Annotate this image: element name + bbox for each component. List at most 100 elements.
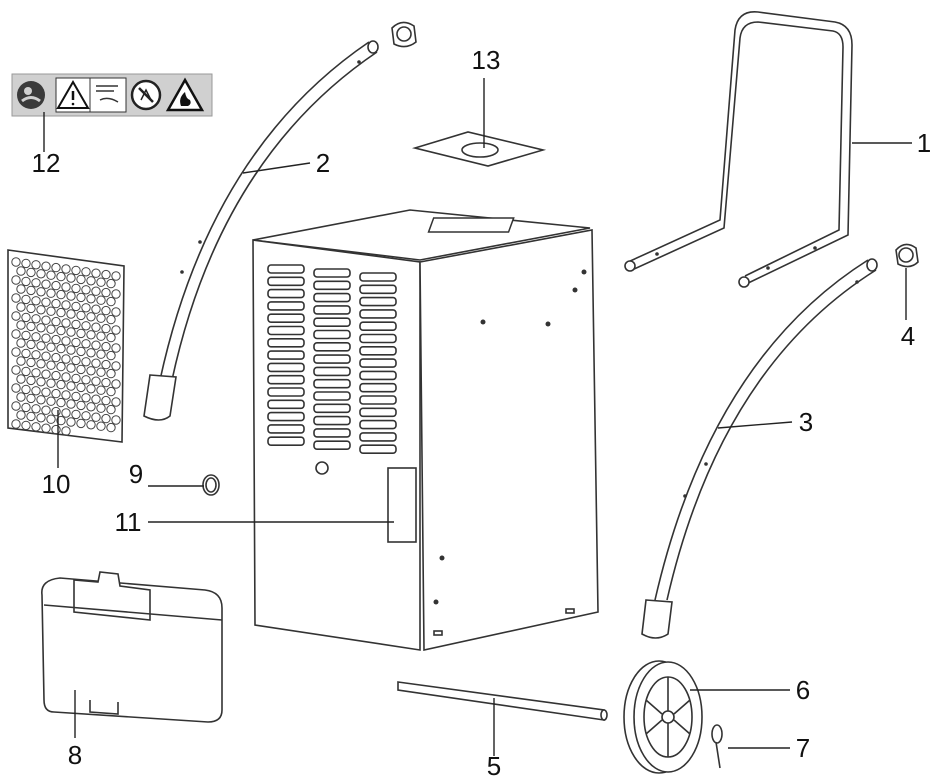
filter-cell (36, 341, 46, 351)
filter-cell (36, 287, 46, 297)
dehumidifier-housing (252, 209, 599, 651)
vent-slot (267, 337, 305, 348)
filter-cell (51, 280, 61, 291)
filter-cell (106, 386, 116, 397)
filter-cell (46, 378, 56, 388)
filter-cell (56, 379, 66, 390)
callout-7: 7 (796, 733, 810, 763)
filter-cell (91, 340, 101, 350)
filter-cell (31, 386, 41, 396)
filter-cell (36, 305, 46, 315)
filter-cell (16, 374, 26, 384)
filter-cell (106, 278, 116, 289)
filter-cell (91, 304, 101, 314)
filter-cell (36, 377, 46, 387)
vent-slot (267, 276, 305, 287)
vent-slot (267, 374, 305, 385)
filter-cell (26, 285, 36, 296)
filter-cell (31, 296, 41, 306)
filter-cell (51, 352, 61, 363)
filter-cell (96, 313, 106, 323)
water-tank (41, 571, 223, 723)
filter-cell (41, 387, 51, 397)
filter-cell (21, 384, 31, 395)
filter-cell (86, 366, 96, 376)
vent-slot (267, 436, 305, 447)
filter-cell (21, 402, 31, 413)
filter-cell (61, 336, 71, 346)
vent-slot (359, 370, 397, 381)
right-leg-tube (641, 258, 878, 639)
filter-cell (21, 294, 31, 305)
filter-cell (71, 409, 81, 420)
filter-cell (111, 397, 121, 407)
filter-cell (21, 348, 31, 359)
filter-cell (61, 354, 71, 364)
filter-cell (71, 265, 81, 276)
filter-cell (106, 314, 116, 325)
filter-cell (111, 415, 121, 425)
filter-cell (21, 276, 31, 287)
filter-cell (76, 364, 86, 375)
filter-cell (46, 324, 56, 334)
filter-cell (61, 264, 71, 274)
vent-slot (313, 329, 351, 340)
filter-cell (96, 403, 106, 413)
filter-cell (86, 420, 96, 430)
warning-label (11, 73, 213, 117)
vent-slot (267, 264, 305, 274)
filter-cell (66, 273, 76, 283)
filter-cell (46, 414, 56, 424)
filter-cell (46, 270, 56, 280)
filter-cell (31, 368, 41, 378)
filter-cell (101, 395, 111, 406)
filter-cell (26, 267, 36, 278)
vent-slot (267, 387, 305, 397)
filter-cell (101, 287, 111, 298)
callout-11: 11 (115, 507, 142, 537)
axle-rod (397, 681, 608, 721)
filter-cell (41, 297, 51, 307)
filter-cell (66, 309, 76, 319)
filter-cell (81, 357, 91, 367)
filter-cell (46, 288, 56, 298)
vent-slot (359, 321, 397, 332)
filter-cell (11, 401, 21, 411)
filter-cell (11, 311, 21, 321)
filter-cell (21, 420, 31, 431)
filter-cell (76, 346, 86, 357)
handle-frame (624, 11, 853, 288)
filter-cell (36, 359, 46, 369)
filter-cell (81, 393, 91, 403)
filter-cell (66, 399, 76, 409)
filter-cell (86, 294, 96, 304)
filter-cell (26, 339, 36, 350)
vent-slot (359, 395, 397, 405)
vent-slot (267, 350, 305, 360)
o-ring (202, 474, 220, 496)
vent-slot (313, 292, 351, 303)
filter-cell (16, 356, 26, 366)
filter-cell (86, 384, 96, 394)
filter-cell (106, 368, 116, 379)
filter-cell (16, 410, 26, 420)
filter-cell (46, 342, 56, 352)
filter-cell (56, 397, 66, 408)
filter-cell (91, 358, 101, 368)
filter-cell (11, 275, 21, 285)
filter-cell (71, 391, 81, 402)
vent-slot (359, 444, 397, 455)
filter-cell (101, 341, 111, 352)
filter-cell (111, 361, 121, 371)
filter-cell (56, 361, 66, 372)
callout-9: 9 (129, 459, 143, 489)
callout-12: 12 (32, 148, 61, 178)
gasket-plate (411, 131, 547, 167)
filter-cell (81, 321, 91, 331)
filter-cell (96, 367, 106, 377)
callout-1: 1 (917, 128, 931, 158)
filter-cell (56, 343, 66, 354)
filter-cell (101, 377, 111, 388)
filter-cell (71, 319, 81, 330)
end-cap (895, 243, 919, 268)
